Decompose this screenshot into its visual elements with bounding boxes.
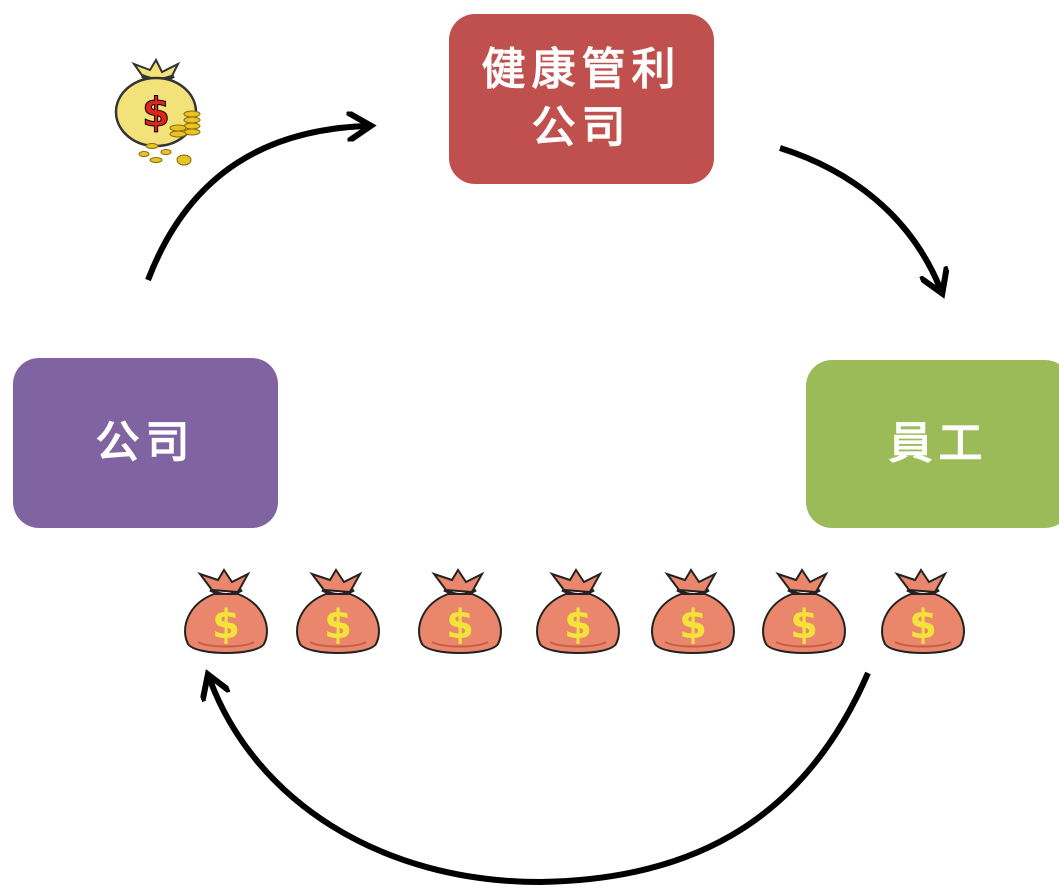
money-bag-icon: $ xyxy=(418,568,502,654)
svg-text:$: $ xyxy=(679,602,707,648)
svg-text:$: $ xyxy=(564,602,592,648)
money-bag-icon: $ xyxy=(651,568,735,654)
company-label: 公司 xyxy=(95,417,196,468)
money-bag-icon: $ xyxy=(881,568,965,654)
svg-text:$: $ xyxy=(212,602,240,648)
employee-label: 員工 xyxy=(888,418,989,469)
svg-text:$: $ xyxy=(446,602,474,648)
arrow-health-to-employee xyxy=(779,145,940,288)
employee-node: 員工 xyxy=(806,360,1059,528)
svg-text:$: $ xyxy=(909,602,937,648)
company-node: 公司 xyxy=(13,358,278,528)
arrow-employee-to-company xyxy=(210,673,871,886)
health-company-label-line2: 公司 xyxy=(531,102,632,153)
svg-text:$: $ xyxy=(142,90,170,136)
svg-text:$: $ xyxy=(324,602,352,648)
money-bag-icon: $ xyxy=(536,568,620,654)
money-bag-icon: $ xyxy=(762,568,846,654)
money-bag-icon: $ xyxy=(296,568,380,654)
health-company-label-line1: 健康管利 xyxy=(481,44,682,95)
health-company-node: 健康管利 公司 xyxy=(449,14,714,184)
arrow-company-to-health xyxy=(145,126,365,282)
money-bag-with-coins-icon: $ xyxy=(114,57,201,166)
svg-text:$: $ xyxy=(790,602,818,648)
money-bag-icon: $ xyxy=(184,568,268,654)
